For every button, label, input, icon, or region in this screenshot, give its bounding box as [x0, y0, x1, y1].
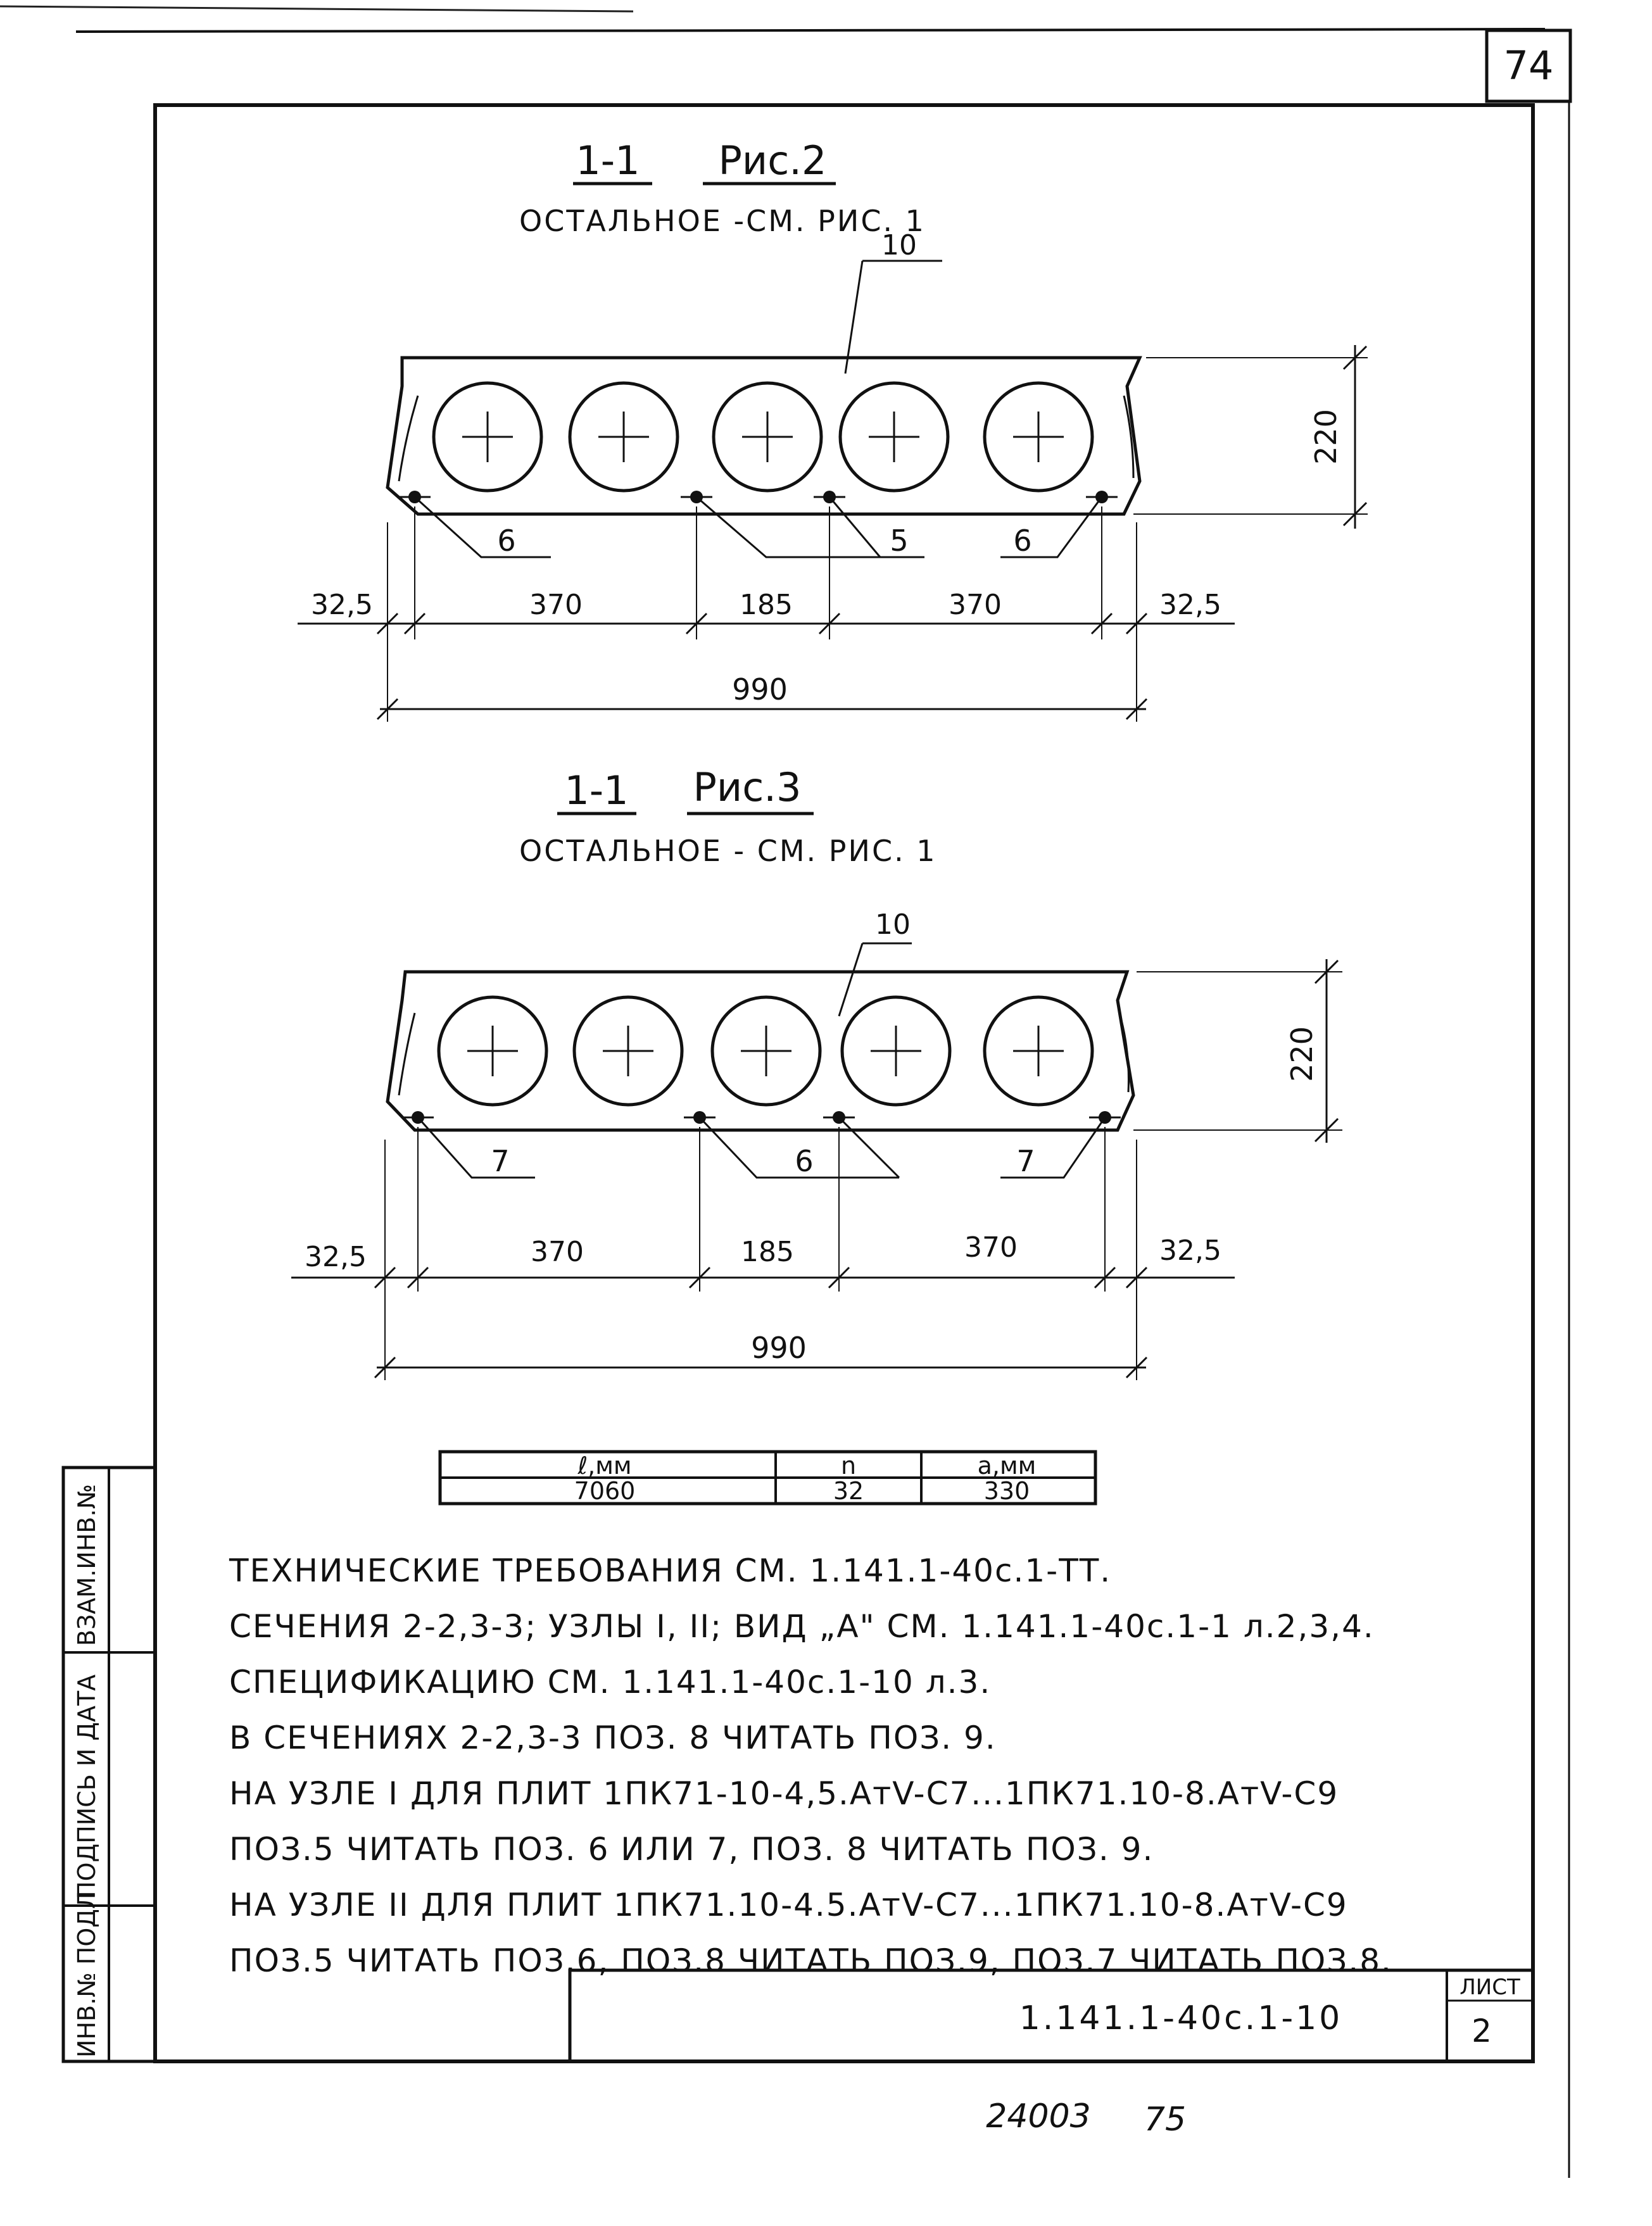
footer-page-number: 75: [1144, 2101, 1186, 2139]
fig1-dim-edge-right: 32,5: [1159, 589, 1221, 621]
footer-archive-number: 24003: [986, 2097, 1090, 2135]
table-cell-a: 330: [984, 1477, 1030, 1505]
title-block-sheet-number: 2: [1472, 2013, 1492, 2049]
fig1-void-2: [568, 381, 679, 493]
fig1-callout-6-right: 6: [1013, 524, 1031, 558]
fig1-rebar-points: [399, 491, 1118, 503]
fig2-void-4: [840, 995, 952, 1107]
fig2-dim-span-left: 370: [531, 1236, 584, 1268]
fig1-dim-total: 990: [732, 672, 788, 707]
note-line-2: СЕЧЕНИЯ 2-2,3-3; УЗЛЫ I, II; ВИД „А" СМ.…: [229, 1608, 1375, 1645]
note-line-1: ТЕХНИЧЕСКИЕ ТРЕБОВАНИЯ СМ. 1.141.1-40с.1…: [229, 1552, 1112, 1589]
fig1-subtitle: ОСТАЛЬНОЕ -СМ. РИС. 1: [519, 204, 926, 238]
stamp-vzam-inv: ВЗАМ.ИНВ.№: [73, 1484, 101, 1646]
fig1-dimension-chain: 32,5 370 185 370 32,5 990: [298, 506, 1235, 722]
note-line-7: НА УЗЛЕ II ДЛЯ ПЛИТ 1ПК71.10-4.5.АтV-С7.…: [229, 1887, 1348, 1923]
fig2-void-3: [710, 995, 822, 1107]
fig2-callout-7-right: 7: [1016, 1144, 1035, 1178]
figure-ris-3: 1-1 Рис.3 ОСТАЛЬНОЕ - СМ. РИС. 1 10: [291, 764, 1342, 1380]
fig2-figure-label: Рис.3: [693, 764, 802, 810]
fig1-height-dim: 220: [1309, 409, 1343, 465]
fig1-dim-span-right: 370: [949, 589, 1002, 621]
fig1-void-4: [838, 381, 950, 493]
page-number-box: [1485, 28, 1572, 103]
fig2-dim-span-mid: 185: [741, 1236, 794, 1268]
fig2-slab-outline: [386, 970, 1135, 1132]
top-border-line: [75, 28, 1546, 33]
fig2-height-dim: 220: [1285, 1026, 1319, 1082]
fig1-callout-10: 10: [881, 229, 917, 261]
title-block: ЛИСТ 2 1.141.1-40с.1-10: [568, 1968, 1534, 2063]
fig2-void-5: [983, 995, 1094, 1107]
note-line-6: ПОЗ.5 ЧИТАТЬ ПОЗ. 6 ИЛИ 7, ПОЗ. 8 ЧИТАТЬ…: [229, 1831, 1154, 1868]
fig2-section-label: 1-1: [564, 767, 628, 814]
fig2-dim-edge-left: 32,5: [305, 1241, 367, 1273]
stamp-inv-podl: ИНВ.№ ПОДЛ: [73, 1891, 101, 2058]
fig2-rebar-points: [402, 1111, 1121, 1124]
table-cell-n: 32: [833, 1477, 864, 1505]
fig1-section-label: 1-1: [576, 137, 640, 184]
fig2-void-1: [437, 995, 548, 1107]
fig2-void-2: [572, 995, 684, 1107]
fig1-void-3: [712, 381, 823, 493]
fig2-dimension-chain: 32,5 370 185 370 32,5 990: [291, 1127, 1235, 1380]
fig1-callout-6-left: 6: [497, 524, 515, 558]
side-stamp: ИНВ.№ ПОДЛ ПОДПИСЬ И ДАТА ВЗАМ.ИНВ.№: [61, 1466, 157, 2063]
fig2-callout-10: 10: [875, 909, 911, 941]
note-line-3: СПЕЦИФИКАЦИЮ СМ. 1.141.1-40с.1-10 л.3.: [229, 1664, 992, 1701]
fig2-subtitle: ОСТАЛЬНОЕ - СМ. РИС. 1: [519, 834, 937, 868]
fig1-callout-5: 5: [890, 524, 908, 558]
fig1-void-1: [432, 381, 543, 493]
fig1-slab-outline: [386, 356, 1142, 516]
fig1-void-5: [983, 381, 1094, 493]
page-number: 74: [1504, 42, 1554, 89]
fig1-figure-label: Рис.2: [719, 137, 827, 184]
scan-edge-line: [0, 5, 634, 13]
fig1-dim-edge-left: 32,5: [311, 589, 373, 621]
fig2-dim-total: 990: [751, 1331, 807, 1365]
title-block-code: 1.141.1-40с.1-10: [1019, 1999, 1343, 2037]
fig1-dim-span-mid: 185: [740, 589, 793, 621]
parameter-table: ℓ,мм n a,мм 7060 32 330: [438, 1450, 1097, 1506]
fig2-dim-span-right: 370: [964, 1231, 1018, 1264]
title-block-sheet-label: ЛИСТ: [1460, 1975, 1520, 2000]
fig1-dim-span-left: 370: [529, 589, 583, 621]
table-header-n: n: [841, 1452, 856, 1480]
fig2-callout-6: 6: [795, 1144, 813, 1178]
fig2-callout-7-left: 7: [491, 1144, 509, 1178]
drawing-frame: [153, 103, 1535, 2063]
table-header-length: ℓ,мм: [577, 1452, 631, 1480]
note-line-4: В СЕЧЕНИЯХ 2-2,3-3 ПОЗ. 8 ЧИТАТЬ ПОЗ. 9.: [229, 1720, 997, 1756]
figure-ris-2: 1-1 Рис.2 ОСТАЛЬНОЕ -СМ. РИС. 1 10: [298, 137, 1368, 722]
fig2-dim-edge-right: 32,5: [1159, 1235, 1221, 1267]
stamp-signature-date: ПОДПИСЬ И ДАТА: [73, 1675, 101, 1899]
note-line-8: ПОЗ.5 ЧИТАТЬ ПОЗ.6, ПОЗ.8 ЧИТАТЬ ПОЗ.9, …: [229, 1942, 1392, 1979]
table-cell-length: 7060: [574, 1477, 636, 1505]
note-line-5: НА УЗЛЕ I ДЛЯ ПЛИТ 1ПК71-10-4,5.АтV-С7..…: [229, 1775, 1339, 1812]
table-header-a: a,мм: [978, 1452, 1037, 1480]
